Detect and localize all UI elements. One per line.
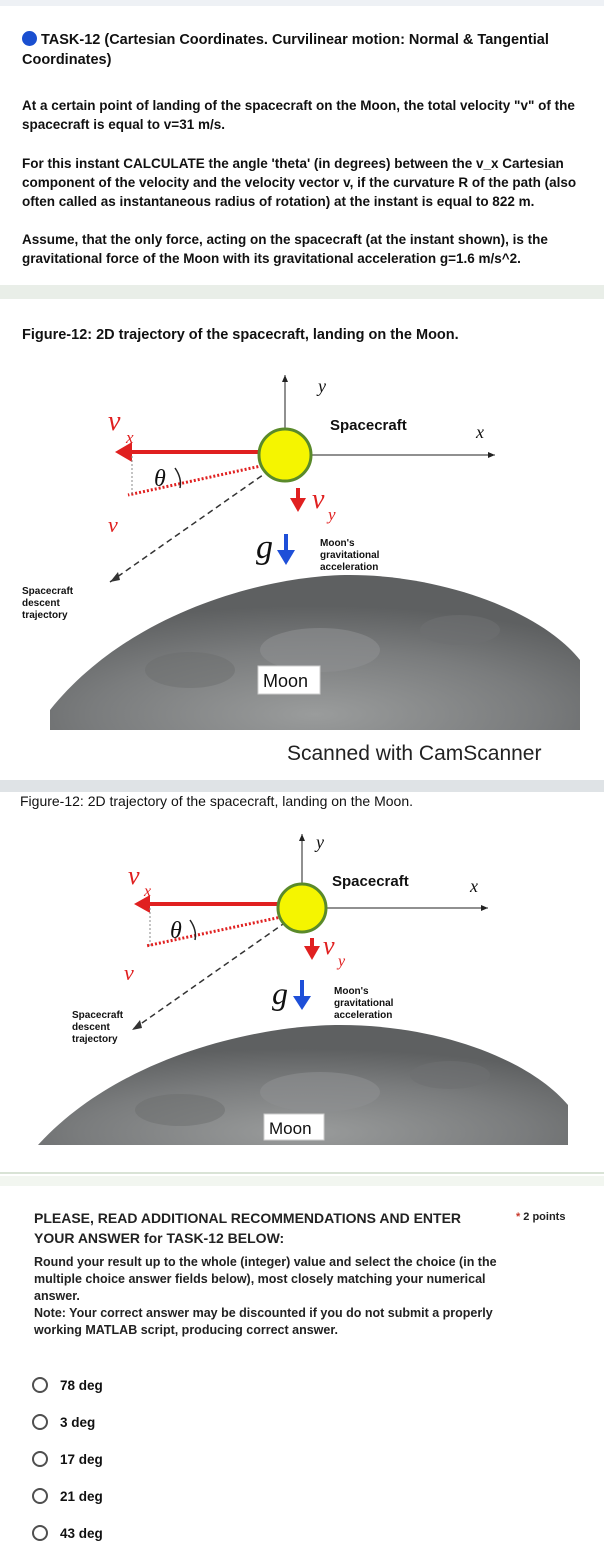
vy-label: v [312,484,325,515]
velocity-dotted-line [145,914,287,948]
descent-label-2: descent [72,1022,110,1033]
choice-option[interactable]: 3 deg [32,1410,95,1434]
descent-trajectory-line [131,921,287,1031]
vx-label: v [128,861,140,890]
choice-option[interactable]: 17 deg [32,1447,103,1471]
radio-icon[interactable] [32,1525,48,1541]
y-axis-label: y [314,832,324,852]
spacecraft-label: Spacecraft [332,873,409,890]
question-prompt: PLEASE, READ ADDITIONAL RECOMMENDATIONS … [34,1210,462,1246]
points-text: 2 points [523,1211,566,1223]
g-label: g [256,529,273,566]
scanner-watermark: Scanned with CamScanner [287,742,542,765]
descent-label-3: trajectory [72,1034,118,1045]
section-divider [0,285,604,299]
figure-caption-1: Figure-12: 2D trajectory of the spacecra… [22,327,459,343]
task-title: TASK-12 (Cartesian Coordinates. Curvilin… [22,30,582,70]
required-mark: * [516,1211,521,1223]
vx-subscript: x [125,428,134,447]
radio-icon[interactable] [32,1451,48,1467]
moon-accel-label-1: Moon's [320,538,355,549]
v-label: v [124,960,134,985]
g-label: g [272,975,288,1011]
section-band [0,1176,604,1186]
moon-label: Moon [269,1119,312,1138]
descent-trajectory-line [109,469,271,583]
choice-label: 3 deg [60,1414,96,1430]
choice-option[interactable]: 43 deg [32,1521,103,1545]
y-axis-label: y [316,376,326,396]
moon-accel-label-3: acceleration [320,562,378,573]
top-divider [0,0,604,6]
v-label: v [108,512,118,537]
descent-label-1: Spacecraft [22,586,74,597]
choice-label: 43 deg [60,1525,103,1541]
recommendation-text: Round your result up to the whole (integ… [34,1255,497,1303]
blue-dot-icon [22,31,37,46]
moon-label: Moon [263,671,308,691]
radio-icon[interactable] [32,1377,48,1393]
trajectory-figure-2: y x Spacecraft v x θ v v y g Moon's grav… [38,832,568,1145]
note-text: Note: Your correct answer may be discoun… [34,1306,493,1337]
vx-label: v [108,406,121,437]
x-axis-label: x [469,876,478,896]
choice-option[interactable]: 21 deg [32,1484,103,1508]
moon-accel-label-2: gravitational [334,998,394,1009]
points-badge: *2 points [516,1211,565,1223]
theta-arc [174,467,182,489]
choice-label: 78 deg [60,1377,103,1393]
spacecraft-icon [257,427,313,483]
vy-label: v [323,931,335,960]
choice-option[interactable]: 78 deg [32,1373,103,1397]
radio-icon[interactable] [32,1414,48,1430]
task-title-text: TASK-12 (Cartesian Coordinates. Curvilin… [22,32,549,68]
spacecraft-icon [276,882,328,934]
choice-label: 21 deg [60,1488,103,1504]
theta-label: θ [170,918,182,944]
task-paragraph-1: At a certain point of landing of the spa… [22,98,575,132]
choice-label: 17 deg [60,1451,103,1467]
theta-arc [189,919,197,941]
descent-label-2: descent [22,598,60,609]
task-paragraph-3: Assume, that the only force, acting on t… [22,232,548,266]
x-axis-label: x [475,422,484,442]
section-divider-2 [0,1172,604,1174]
moon-accel-label-1: Moon's [334,986,369,997]
radio-icon[interactable] [32,1488,48,1504]
moon-accel-label-2: gravitational [320,550,380,561]
vy-subscript: y [336,953,346,970]
vx-subscript: x [143,883,151,900]
vy-subscript: y [326,505,336,524]
descent-label-3: trajectory [22,610,68,621]
question-recommendation: Round your result up to the whole (integ… [34,1254,504,1339]
theta-label: θ [154,466,166,492]
moon-accel-label-3: acceleration [334,1010,392,1021]
figure-caption-2: Figure-12: 2D trajectory of the spacecra… [20,793,413,809]
scan-page-border [0,780,604,792]
trajectory-figure-1: y x Spacecraft v x θ v v y g Moon's grav… [22,375,580,730]
descent-label-1: Spacecraft [72,1010,124,1021]
spacecraft-label: Spacecraft [330,417,407,434]
task-paragraph-2: For this instant CALCULATE the angle 'th… [22,156,577,209]
velocity-dotted-line [127,462,271,497]
